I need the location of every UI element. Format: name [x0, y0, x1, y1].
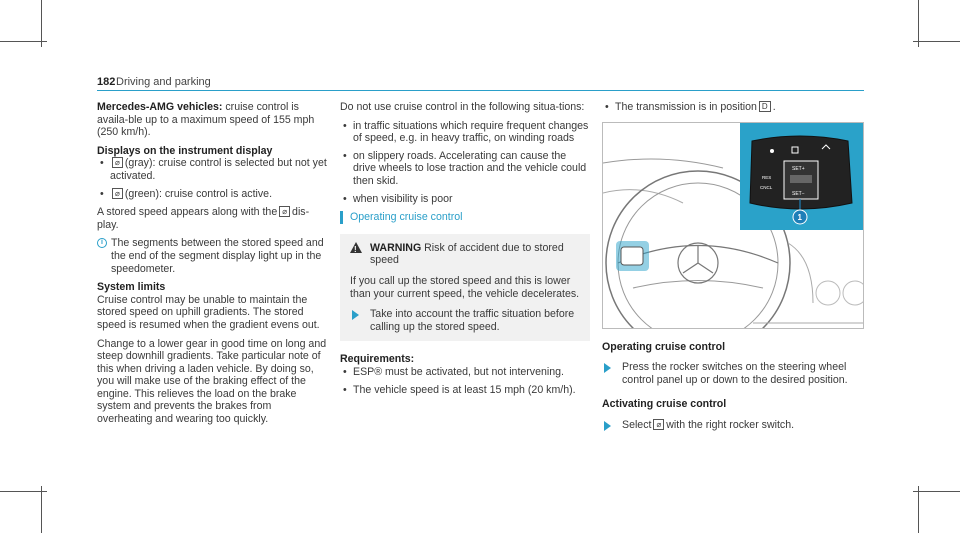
bullet: •: [343, 192, 347, 205]
operating-section-heading: Operating cruise control: [340, 211, 590, 224]
stored-speed-text-end: dis-play.: [97, 206, 310, 231]
info-icon: i: [97, 238, 107, 249]
period: .: [772, 101, 776, 113]
bullet: •: [100, 187, 104, 200]
warning-exclamation: !: [354, 244, 357, 254]
intro-text: cruise control is availa-ble up to a max…: [97, 101, 315, 139]
warning-step: Take into account the traffic situation …: [350, 308, 580, 333]
list-item: • on slippery roads. Accelerating can cau…: [340, 150, 590, 188]
list-item: • ⌀(gray): cruise control is selected but…: [97, 157, 329, 182]
warning-body: If you call up the stored speed and this…: [350, 274, 580, 300]
warning-icon: [350, 241, 362, 253]
crop-mark: [41, 486, 42, 533]
crop-mark: [0, 491, 47, 492]
list-item-text: ESP® must be activated, but not interven…: [353, 365, 564, 378]
list-item: • in traffic situations which require fre…: [340, 120, 590, 145]
header-rule: [97, 90, 864, 91]
bullet: •: [605, 101, 609, 113]
page-number: 182: [97, 76, 116, 88]
cruise-control-on-icon: ⌀: [653, 418, 665, 430]
warning-title: Risk of accident due to stored speed: [370, 241, 564, 267]
set-minus-label: SET−: [792, 191, 805, 197]
bullet: •: [100, 157, 104, 170]
list-item-text: in traffic situations which require freq…: [353, 119, 589, 145]
crop-mark: [918, 486, 919, 533]
situations-intro: Do not use cruise control in the followi…: [340, 101, 585, 113]
list-item-text: when visibility is poor: [353, 192, 453, 205]
operating-heading: Operating cruise control: [602, 340, 726, 353]
gear-d-icon: D: [758, 101, 771, 112]
steering-wheel-illustration: [603, 158, 863, 328]
crop-mark: [41, 0, 42, 47]
arrow-icon: [604, 420, 611, 431]
stored-speed-paragraph: A stored speed appears along with the⌀di…: [97, 206, 329, 231]
crop-mark: [918, 0, 919, 47]
situations-list: • in traffic situations which require fre…: [340, 120, 590, 206]
column-middle: Do not use cruise control in the followi…: [340, 101, 590, 402]
intro-bold: Mercedes-AMG vehicles:: [97, 101, 223, 113]
displays-heading: Displays on the instrument display: [97, 144, 273, 157]
cruise-control-icon: ⌀: [279, 206, 291, 218]
set-plus-label: SET+: [792, 166, 805, 172]
arrow-icon: [352, 310, 359, 321]
activating-step: Select⌀with the right rocker switch.: [602, 418, 864, 432]
crop-mark: [913, 41, 960, 42]
info-note: i The segments between the stored speed a…: [97, 237, 329, 275]
cruise-control-icon: ⌀: [112, 157, 123, 169]
section-title: Driving and parking: [116, 76, 211, 88]
activating-step-text: Select: [622, 418, 652, 431]
bullet: •: [343, 119, 347, 132]
requirements-heading: Requirements:: [340, 353, 415, 366]
operating-step: Press the rocker switches on the steerin…: [602, 361, 864, 386]
limits-paragraph: Change to a lower gear in good time on l…: [97, 337, 327, 426]
list-item-text: The vehicle speed is at least 15 mph (20…: [353, 383, 576, 396]
control-panel-zoom: SET+ SET− RES CNCL 1: [749, 135, 853, 225]
activating-step-text-end: with the right rocker switch.: [666, 418, 795, 431]
list-item: • ESP® must be activated, but not interve…: [340, 366, 590, 379]
requirements-list: • ESP® must be activated, but not interve…: [340, 366, 590, 396]
list-item-text: on slippery roads. Accelerating can caus…: [353, 149, 587, 187]
limits-paragraph: Cruise control may be unable to maintain…: [97, 293, 320, 331]
cncl-label: CNCL: [760, 185, 773, 190]
warning-box: ! WARNING Risk of accident due to stored…: [340, 233, 590, 342]
operating-step-text: Press the rocker switches on the steerin…: [622, 361, 848, 386]
warning-header: ! WARNING Risk of accident due to stored…: [350, 241, 580, 267]
intro-paragraph: Mercedes-AMG vehicles: cruise control is…: [97, 101, 329, 139]
callout-number: 1: [798, 213, 803, 222]
list-item-text: (green): cruise control is active.: [124, 187, 273, 200]
crop-mark: [913, 491, 960, 492]
res-label: RES: [762, 175, 771, 180]
activating-heading: Activating cruise control: [602, 398, 727, 411]
list-item: • The vehicle speed is at least 15 mph (2…: [340, 384, 590, 397]
displays-list: •⌀(gray): cruise control is selected but…: [97, 157, 329, 200]
list-item: • ⌀(green): cruise control is active.: [97, 187, 329, 201]
zoom-inset: SET+ SET− RES CNCL 1: [740, 122, 863, 230]
list-item-text: (gray): cruise control is selected but n…: [110, 157, 327, 182]
list-item: • when visibility is poor: [340, 193, 590, 206]
callout-badge: [792, 209, 808, 225]
bullet: •: [343, 149, 347, 162]
list-item-text: The transmission is in position: [615, 101, 757, 113]
stored-speed-text: A stored speed appears along with the: [97, 206, 278, 219]
bullet: •: [343, 365, 347, 378]
arrow-icon: [604, 363, 611, 374]
limits-heading: System limits: [97, 281, 166, 294]
column-left: Mercedes-AMG vehicles: cruise control is…: [97, 101, 329, 432]
cruise-control-icon: ⌀: [112, 187, 123, 199]
warning-step-text: Take into account the traffic situation …: [370, 308, 575, 333]
warning-label: WARNING: [370, 241, 422, 254]
steering-wheel-figure: SET+ SET− RES CNCL 1: [602, 121, 864, 329]
crop-mark: [0, 41, 47, 42]
bullet: •: [343, 383, 347, 396]
info-note-text: The segments between the stored speed an…: [111, 237, 324, 275]
